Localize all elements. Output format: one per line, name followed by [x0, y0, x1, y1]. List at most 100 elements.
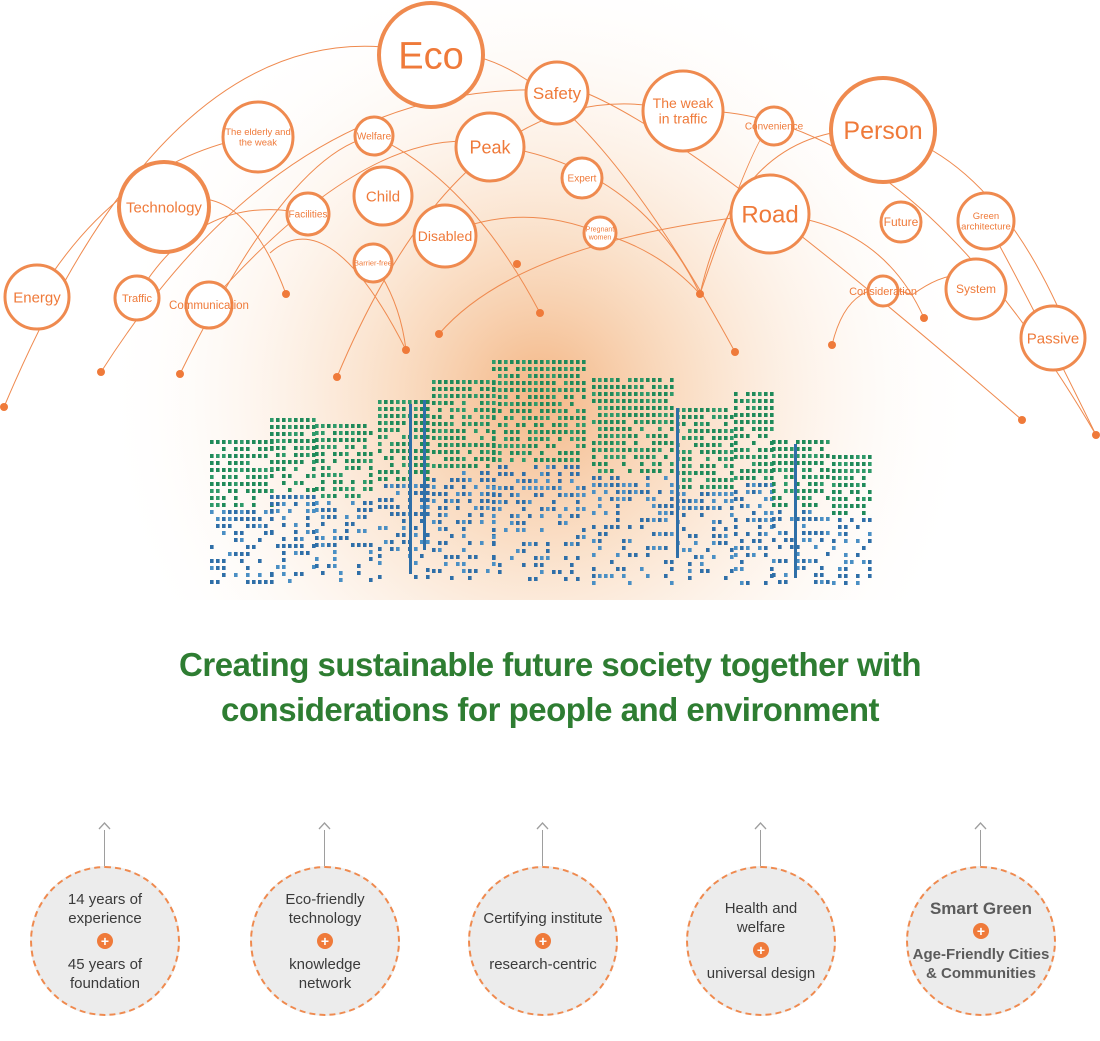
arrow-up-icon [318, 822, 331, 830]
feature-top-text: Certifying institute [483, 909, 603, 927]
keyword-label: Child [366, 188, 400, 205]
keyword-bubble-communication: Communication [169, 280, 249, 330]
feature-welfare: Health and welfare + universal design [686, 822, 836, 1041]
building-5 [432, 380, 496, 580]
headline-line-1: Creating sustainable future society toge… [179, 646, 921, 683]
feature-bottom-text: universal design [706, 965, 816, 982]
keyword-label: Facilities [289, 210, 328, 221]
arc-9 [503, 146, 701, 295]
building-10 [772, 440, 830, 584]
feature-bottom-text: 45 years of foundation [67, 955, 143, 992]
building-7 [592, 378, 674, 585]
headline: Creating sustainable future society toge… [0, 642, 1100, 732]
feature-disc: Certifying institute + research-centric [468, 866, 618, 1016]
keyword-bubble-expert: Expert [560, 156, 604, 200]
building-edge-1 [409, 404, 412, 574]
keyword-bubble-eco: Eco [377, 1, 485, 109]
building-6 [492, 360, 586, 581]
connector-line [760, 830, 761, 872]
building-edge-2 [423, 400, 426, 550]
keyword-label: Technology [126, 199, 202, 216]
arc-endpoint-4 [282, 290, 290, 298]
building-edge-4 [794, 444, 797, 578]
feature-disc: Eco-friendly technology + knowledge netw… [250, 866, 400, 1016]
connection-endpoints [0, 260, 1100, 439]
feature-bottom-text: research-centric [489, 955, 597, 973]
arc-endpoint-12 [828, 341, 836, 349]
arc-endpoint-9 [536, 309, 544, 317]
plus-icon: + [973, 923, 989, 939]
plus-icon: + [97, 932, 113, 949]
building-edge-3 [676, 408, 679, 558]
building-3 [315, 424, 373, 582]
arc-7 [373, 135, 541, 314]
keyword-label: Energy [13, 289, 61, 306]
keyword-label: Peak [469, 137, 511, 157]
keyword-label: System [956, 282, 996, 296]
arc-endpoint-3 [176, 370, 184, 378]
keyword-bubble-passive: Passive [1019, 304, 1087, 372]
keyword-label: Disabled [418, 228, 472, 244]
connector-line [542, 830, 543, 872]
keyword-bubble-disabled: Disabled [412, 203, 478, 269]
city-skyline [210, 360, 872, 585]
building-1 [210, 440, 274, 584]
keyword-bubble-convenience: Convenience [745, 105, 804, 147]
feature-top-text: Smart Green [929, 899, 1033, 918]
arrow-up-icon [974, 822, 987, 830]
arc-endpoint-13 [920, 314, 928, 322]
arc-endpoint-2 [97, 368, 105, 376]
keyword-label: Expert [568, 174, 597, 185]
keyword-label: Passive [1027, 330, 1080, 347]
feature-bottom-text: knowledge network [289, 955, 361, 992]
keyword-bubble-system: System [944, 257, 1008, 321]
arc-16 [269, 238, 407, 351]
keyword-bubble-facilities: Facilities [285, 191, 331, 237]
keyword-bubble-person: Person [829, 76, 937, 184]
feature-top-text: 14 years of experience [67, 890, 143, 927]
arc-endpoint-11 [731, 348, 739, 356]
arc-endpoint-6 [402, 346, 410, 354]
headline-line-2: considerations for people and environmen… [221, 691, 879, 728]
keyword-bubble-welfare: Welfare [353, 115, 395, 157]
building-11 [832, 455, 872, 585]
feature-certification: Certifying institute + research-centric [468, 822, 618, 1041]
arc-endpoint-7 [435, 330, 443, 338]
building-2 [270, 418, 316, 583]
feature-bottom-text: Age-Friendly Cities & Communities [912, 946, 1050, 982]
arc-19 [136, 209, 309, 297]
keyword-label: Eco [398, 35, 463, 77]
keyword-bubble-consideration: Consideration [849, 274, 917, 308]
keyword-label: Convenience [745, 122, 804, 133]
arc-endpoint-14 [1018, 416, 1026, 424]
feature-experience: 14 years of experience + 45 years of fou… [30, 822, 180, 1041]
keyword-label: Barrier-free [354, 259, 392, 268]
keyword-bubble-child: Child [352, 165, 414, 227]
keyword-bubble-safety: Safety [524, 60, 590, 126]
keyword-label: Communication [169, 300, 249, 312]
keyword-bubble-barrier-free: Barrier-free [352, 242, 394, 284]
plus-icon: + [753, 942, 769, 958]
arc-12 [438, 213, 767, 335]
keyword-label: Traffic [122, 293, 152, 305]
connector-line [324, 830, 325, 872]
arc-endpoint-1 [0, 403, 8, 411]
keyword-bubble-energy: Energy [3, 263, 71, 331]
arrow-up-icon [754, 822, 767, 830]
feature-disc: 14 years of experience + 45 years of fou… [30, 866, 180, 1016]
keyword-bubble-road: Road [729, 173, 811, 255]
feature-top-text: Eco-friendly technology [285, 890, 365, 927]
arc-endpoint-8 [513, 260, 521, 268]
keyword-label: Road [741, 201, 798, 228]
arrow-up-icon [98, 822, 111, 830]
arc-endpoint-15 [1092, 431, 1100, 439]
arc-endpoint-5 [333, 373, 341, 381]
keyword-label: Consideration [849, 286, 917, 298]
